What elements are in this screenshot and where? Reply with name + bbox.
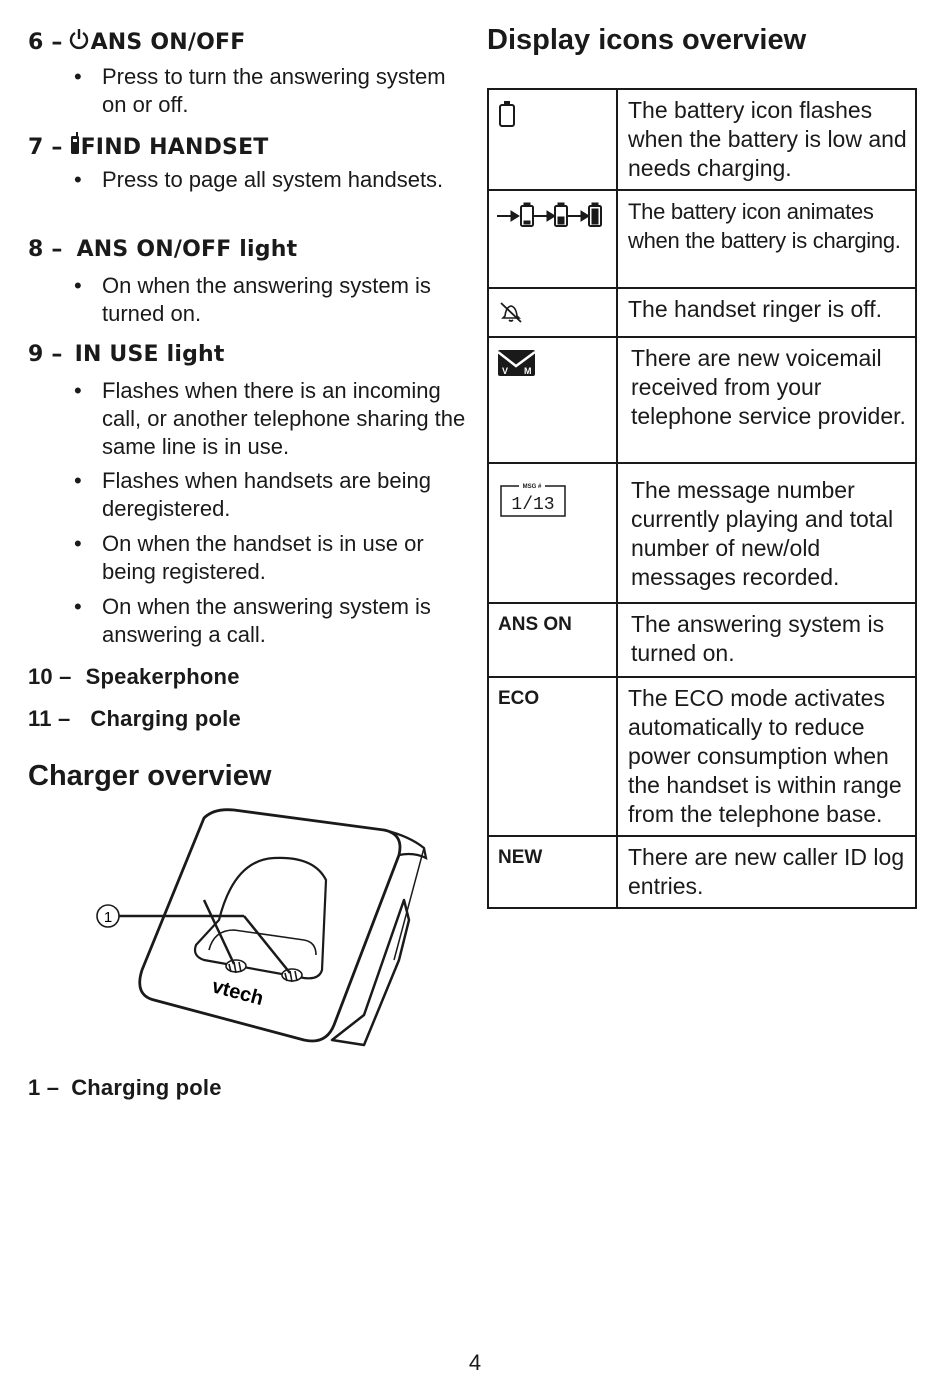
item-9-bullet-2: Flashes when handsets are being deregist… — [74, 467, 472, 523]
item-9-heading: 9 – IN USE light — [28, 342, 225, 367]
message-counter-icon: MSG # 1/13 — [500, 481, 566, 517]
table-row: ECO The ECO mode activates automatically… — [487, 676, 917, 837]
item-9-bullet-4: On when the answering system is answerin… — [74, 593, 472, 649]
icon-cell: NEW — [487, 835, 618, 909]
table-row: NEW There are new caller ID log entries. — [487, 835, 917, 909]
charger-illustration: 1 vtech — [96, 808, 428, 1047]
table-row: ANS ON The answering system is turned on… — [487, 602, 917, 678]
item-8-heading: 8 – ANS ON/OFF light — [28, 237, 297, 262]
icon-cell: ECO — [487, 676, 618, 837]
item-title: Speakerphone — [85, 664, 240, 689]
item-title: FIND HANDSET — [80, 134, 269, 160]
icon-cell: MSG # 1/13 — [487, 462, 618, 604]
item-number: 7 – — [28, 134, 63, 160]
table-row: The battery icon animates when the batte… — [487, 189, 917, 289]
table-row: V M There are new voicemail received fro… — [487, 336, 917, 464]
voicemail-v-label: V — [502, 366, 508, 376]
item-11-heading: 11 – Charging pole — [28, 706, 241, 732]
item-9-bullet-1: Flashes when there is an incoming call, … — [74, 377, 472, 461]
description-cell: There are new caller ID log entries. — [616, 835, 917, 909]
icon-cell: V M — [487, 336, 618, 464]
item-9-bullet-3: On when the handset is in use or being r… — [74, 530, 472, 586]
item-title: ANS ON/OFF — [90, 29, 246, 55]
description-cell: The answering system is turned on. — [616, 602, 917, 678]
battery-charging-icon — [497, 202, 602, 227]
icon-cell — [487, 287, 618, 338]
eco-label: ECO — [498, 688, 540, 709]
item-title: Charging pole — [90, 706, 241, 731]
charger-overview-title: Charger overview — [28, 760, 272, 792]
callout-number: 1 — [104, 909, 112, 926]
item-title: IN USE light — [74, 342, 225, 367]
item-7-heading: 7 – FIND HANDSET — [28, 132, 269, 162]
legend-label: Charging pole — [71, 1075, 222, 1100]
description-cell: The battery icon animates when the batte… — [616, 189, 917, 289]
ans-on-label: ANS ON — [498, 614, 572, 635]
legend-number: 1 – — [28, 1075, 60, 1100]
icon-cell — [487, 189, 618, 289]
item-7-bullet: Press to page all system handsets. — [74, 166, 472, 194]
item-6-heading: 6 – ANS ON/OFF — [28, 28, 245, 56]
battery-low-icon — [499, 101, 515, 127]
table-row: The battery icon flashes when the batter… — [487, 88, 917, 191]
table-row: The handset ringer is off. — [487, 287, 917, 338]
icon-cell: ANS ON — [487, 602, 618, 678]
voicemail-m-label: M — [524, 366, 532, 376]
description-cell: The battery icon flashes when the batter… — [616, 88, 917, 191]
item-title: ANS ON/OFF light — [76, 237, 298, 262]
msg-count-value: 1/13 — [511, 495, 554, 515]
description-cell: The message number currently playing and… — [616, 462, 917, 604]
page-number: 4 — [468, 1350, 482, 1375]
display-icons-title: Display icons overview — [487, 24, 807, 56]
new-label: NEW — [498, 847, 543, 868]
item-10-heading: 10 – Speakerphone — [28, 664, 240, 690]
item-number: 9 – — [28, 342, 63, 367]
display-icons-table: The battery icon flashes when the batter… — [487, 88, 917, 909]
description-cell: There are new voicemail received from yo… — [616, 336, 917, 464]
description-cell: The ECO mode activates automatically to … — [616, 676, 917, 837]
ringer-off-icon — [500, 302, 522, 323]
item-8-bullet: On when the answering system is turned o… — [74, 272, 472, 328]
item-number: 6 – — [28, 29, 63, 55]
handset-icon — [69, 132, 81, 162]
item-6-bullet: Press to turn the answering system on or… — [74, 63, 472, 119]
msg-number-label: MSG # — [523, 484, 542, 490]
voicemail-icon: V M — [497, 350, 536, 376]
icon-cell — [487, 88, 618, 191]
item-number: 10 – — [28, 664, 72, 689]
item-number: 8 – — [28, 237, 63, 262]
power-icon — [69, 28, 89, 56]
table-row: MSG # 1/13 The message number currently … — [487, 462, 917, 604]
description-cell: The handset ringer is off. — [616, 287, 917, 338]
item-number: 11 – — [28, 706, 71, 731]
charger-legend: 1 – Charging pole — [28, 1075, 222, 1101]
